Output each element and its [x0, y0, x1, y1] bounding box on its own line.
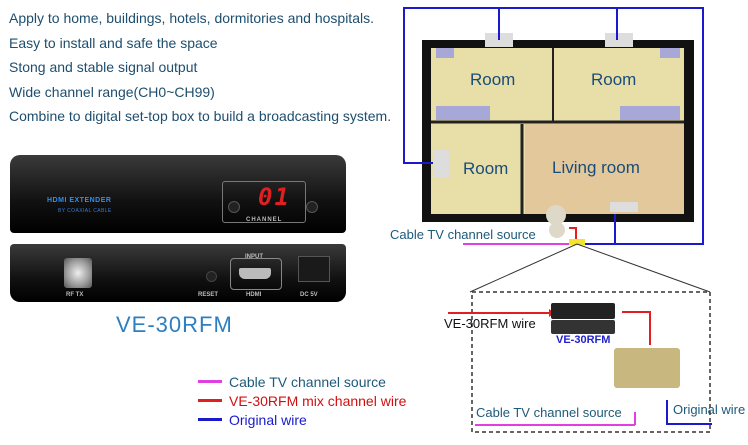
feature-item: Combine to digital set-top box to build … — [9, 108, 392, 125]
channel-down-button — [228, 201, 240, 213]
legend-label: Original wire — [229, 411, 307, 428]
input-label: INPUT — [245, 254, 263, 260]
rf-label: RF TX — [66, 292, 84, 298]
hdmi-label: HDMI — [246, 292, 262, 298]
rf-connector-icon — [64, 258, 92, 288]
channel-label: CHANNEL — [246, 217, 283, 223]
room-label: Room — [463, 159, 509, 178]
hdmi-port-frame — [230, 258, 282, 290]
pink-line-icon — [198, 380, 222, 383]
legend-item-original-wire: Original wire — [198, 410, 406, 429]
feature-item: Apply to home, buildings, hotels, dormit… — [9, 10, 374, 26]
receiver-icon — [546, 205, 566, 225]
room-label: Living room — [552, 158, 640, 177]
device-logo: HDMI EXTENDER — [47, 197, 112, 204]
legend-label: Cable TV channel source — [229, 373, 386, 390]
device-logo-subtitle: BY COAXIAL CABLE — [58, 208, 112, 214]
channel-up-button — [306, 201, 318, 213]
dc-label: DC 5V — [300, 292, 318, 298]
tv-icon — [610, 202, 638, 212]
blue-line-icon — [198, 418, 222, 421]
feature-item: Wide channel range(CH0~CH99) — [9, 83, 215, 100]
tv-icon — [605, 33, 633, 47]
original-wire — [498, 7, 704, 245]
feature-item: Stong and stable signal output — [9, 59, 198, 76]
source-label: Cable TV channel source — [390, 227, 536, 242]
detail-model-label: VE-30RFM — [556, 334, 611, 346]
mini-device-back — [551, 320, 615, 334]
dc-jack-icon — [298, 256, 330, 282]
mini-device-front — [551, 303, 615, 319]
room-label: Room — [591, 70, 637, 89]
legend-item-cable-source: Cable TV channel source — [198, 372, 406, 391]
feature-list: Apply to home, buildings, hotels, dormit… — [9, 6, 391, 129]
red-line-icon — [198, 399, 222, 402]
device-back-panel: RF TX RESET INPUT HDMI DC 5V — [10, 244, 346, 302]
tv-icon — [433, 150, 449, 178]
model-name: VE-30RFM — [116, 312, 233, 337]
combiner-marker — [569, 239, 585, 245]
detail-output-label: Original wire — [673, 402, 746, 417]
legend-label: VE-30RFM mix channel wire — [229, 392, 407, 409]
channel-display-frame — [222, 181, 306, 223]
detail-frame — [471, 291, 711, 433]
reset-button-icon — [206, 271, 217, 282]
reset-label: RESET — [198, 292, 219, 298]
device-front-panel: HDMI EXTENDER BY COAXIAL CABLE 01 CHANNE… — [10, 155, 346, 233]
mix-wire — [569, 227, 577, 241]
legend: Cable TV channel source VE-30RFM mix cha… — [198, 372, 406, 429]
room-label: Room — [470, 70, 516, 89]
detail-source-label: Cable TV channel source — [476, 405, 622, 420]
hdmi-port-icon — [239, 268, 271, 279]
window — [436, 106, 490, 120]
channel-display: 01 — [258, 183, 291, 211]
legend-item-mix-wire: VE-30RFM mix channel wire — [198, 391, 406, 410]
combiner-icon — [614, 348, 680, 388]
living-room-floor — [525, 124, 684, 214]
detail-input-label: VE-30RFM wire — [444, 316, 536, 331]
window — [620, 106, 680, 120]
feature-item: Easy to install and safe the space — [9, 34, 218, 51]
